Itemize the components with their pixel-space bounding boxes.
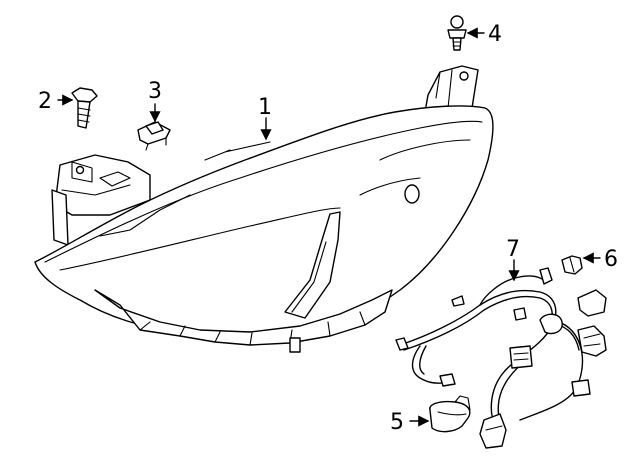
screw[interactable] (447, 15, 467, 51)
callout-2: 2 (38, 89, 52, 114)
bulb-large[interactable] (429, 395, 471, 433)
bolt[interactable] (71, 87, 98, 129)
callout-6: 6 (604, 247, 618, 272)
callout-leaders (57, 27, 601, 427)
wiring-harness[interactable] (395, 267, 607, 449)
bulb-small[interactable] (561, 255, 583, 275)
callout-7: 7 (506, 237, 520, 262)
headlamp-assembly[interactable] (34, 65, 494, 353)
callout-5: 5 (390, 410, 404, 435)
callout-1: 1 (258, 95, 272, 120)
clip-nut[interactable] (137, 121, 171, 151)
callout-3: 3 (148, 79, 162, 104)
callout-4: 4 (488, 22, 502, 47)
callout-numbers: 1 2 3 4 5 6 7 (38, 22, 618, 435)
